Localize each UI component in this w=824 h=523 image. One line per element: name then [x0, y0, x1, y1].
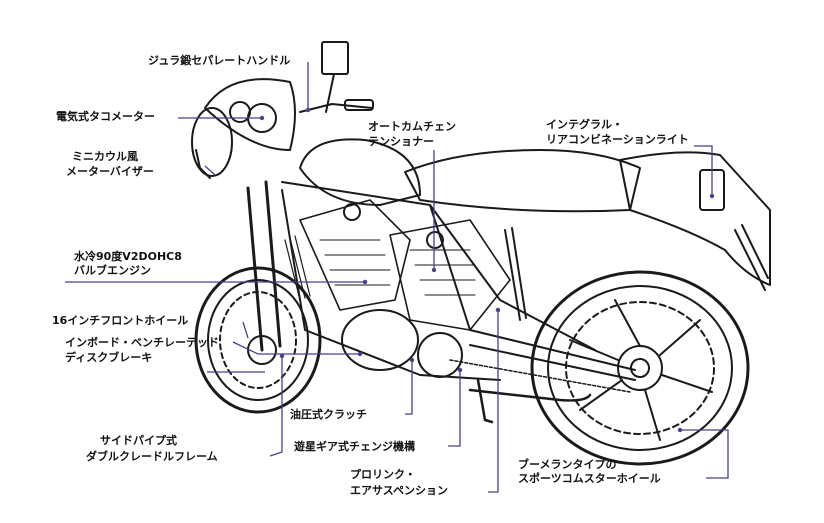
handlebar — [299, 103, 373, 113]
label-meter-visor-line1: ミニカウル風 — [72, 150, 138, 163]
label-separate-handle: ジュラ鍛セパレートハンドル — [148, 54, 291, 67]
label-cam-chain-line1: オートカムチェン — [368, 120, 456, 133]
label-rear-light-line2: リアコンビネーションライト — [546, 133, 689, 146]
label-engine-line2: バルブエンジン — [74, 264, 151, 277]
mirror — [321, 41, 349, 75]
swingarm — [469, 329, 636, 381]
engine — [299, 199, 511, 378]
label-meter-visor-line2: メーターバイザー — [66, 165, 154, 178]
label-electric-tachometer: 電気式タコメーター — [56, 110, 155, 123]
front-fork — [246, 180, 282, 352]
leader-markers — [259, 107, 715, 433]
label-frame-line1: サイドパイプ式 — [100, 434, 177, 447]
headlight — [191, 107, 233, 177]
meter-visor — [204, 78, 296, 151]
seat — [404, 149, 641, 213]
handlebar-grip — [344, 99, 374, 111]
label-suspension-line1: プロリンク・ — [350, 468, 416, 481]
label-frame-line2: ダブルクレードルフレーム — [86, 450, 218, 463]
label-planetary-gear: 遊星ギア式チェンジ機構 — [294, 440, 415, 453]
label-rear-wheel-line1: ブーメランタイプの — [518, 458, 617, 471]
fuel-tank — [299, 138, 421, 206]
rear-wheel — [530, 270, 750, 466]
exhaust — [468, 388, 592, 402]
drive-chain — [449, 359, 631, 393]
label-rear-wheel-line2: スポーツコムスターホイール — [518, 472, 661, 485]
label-disc-brake-line1: インボード・ベンチレーテッド — [65, 336, 219, 349]
label-disc-brake-line2: ディスクブレーキ — [65, 351, 153, 364]
rear-shock — [504, 227, 527, 321]
side-stand — [476, 378, 494, 424]
label-rear-light-line1: インテグラル・ — [546, 118, 623, 131]
leader-lines — [65, 62, 729, 493]
label-cam-chain-line2: テンショナー — [368, 135, 434, 148]
label-front-wheel: 16インチフロントホイール — [52, 314, 189, 327]
label-engine-line1: 水冷90度V2DOHC8 — [74, 250, 182, 263]
radiator — [284, 235, 311, 301]
rear-cowl — [619, 151, 771, 286]
label-suspension-line2: エアサスペンション — [350, 484, 449, 497]
label-hydraulic-clutch: 油圧式クラッチ — [290, 408, 367, 421]
